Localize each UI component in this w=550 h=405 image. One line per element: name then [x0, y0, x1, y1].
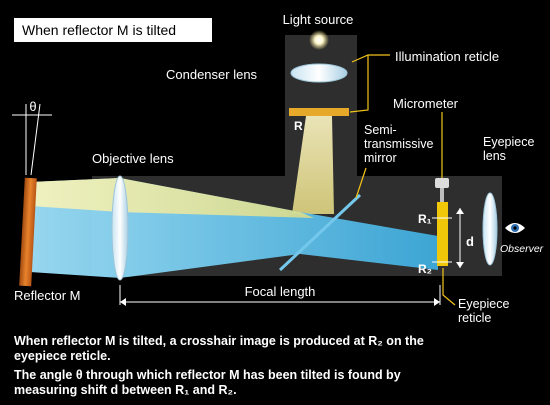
illumination-reticle-label: Illumination reticle: [395, 49, 499, 64]
diagram-title: When reflector M is tilted: [14, 18, 212, 42]
micrometer-stem: [440, 188, 444, 202]
r1-label: R₁: [418, 212, 432, 226]
caption-line-3: The angle θ through which reflector M ha…: [14, 368, 401, 382]
semi-transmissive-mirror: [278, 193, 362, 272]
reticle-r-label: R: [294, 119, 303, 133]
leader-eyepiece-reticle: [442, 268, 456, 306]
semi-mirror-label-line1: Semi-: [364, 123, 397, 137]
eyepiece-reticle-label-line1: Eyepiece: [458, 297, 509, 311]
leader-semi-mirror: [355, 167, 367, 199]
objective-lens-label: Objective lens: [92, 151, 174, 166]
illumination-reticle: [289, 108, 349, 116]
caption-line-1: When reflector M is tilted, a crosshair …: [14, 334, 424, 348]
light-source-label: Light source: [283, 12, 354, 27]
reflector-m: [19, 177, 37, 287]
objective-lens: [111, 175, 129, 281]
caption-line-4: measuring shift d between R₁ and R₂.: [14, 383, 237, 397]
semi-mirror-label-line3: mirror: [364, 151, 397, 165]
light-source-lamp: [309, 30, 329, 50]
micrometer-head: [435, 178, 449, 188]
r2-label: R₂: [418, 262, 432, 276]
condenser-lens: [290, 63, 348, 83]
eyepiece-lens-label-line1: Eyepiece: [483, 135, 534, 149]
d-label: d: [466, 234, 474, 249]
illumination-beam: [292, 116, 334, 214]
focal-length-arrow-left: [120, 298, 126, 306]
reflector-m-label: Reflector M: [14, 288, 80, 303]
eyepiece-lens-label-line2: lens: [483, 149, 506, 163]
eye-icon: [505, 223, 525, 233]
semi-mirror-label-line2: transmissive: [364, 137, 434, 151]
focal-length-arrow-right: [434, 298, 440, 306]
eyepiece-reticle-bar: [437, 202, 448, 266]
theta-label: θ: [29, 99, 36, 114]
d-arrow-bottom: [456, 262, 464, 268]
caption-line-2: eyepiece reticle.: [14, 349, 111, 363]
eyepiece-reticle-label-line2: reticle: [458, 311, 491, 325]
yellow-beam: [30, 178, 314, 218]
d-arrow-top: [456, 208, 464, 214]
leader-illumination-reticle: [351, 54, 390, 63]
theta-tilted: [30, 103, 41, 176]
condenser-lens-label: Condenser lens: [166, 67, 258, 82]
eyepiece-lens: [482, 192, 498, 266]
leader-illumination-reticle-down: [349, 55, 369, 113]
focal-length-label: Focal length: [245, 284, 316, 299]
observer-label: Observer: [500, 243, 544, 255]
micrometer-label: Micrometer: [393, 96, 459, 111]
